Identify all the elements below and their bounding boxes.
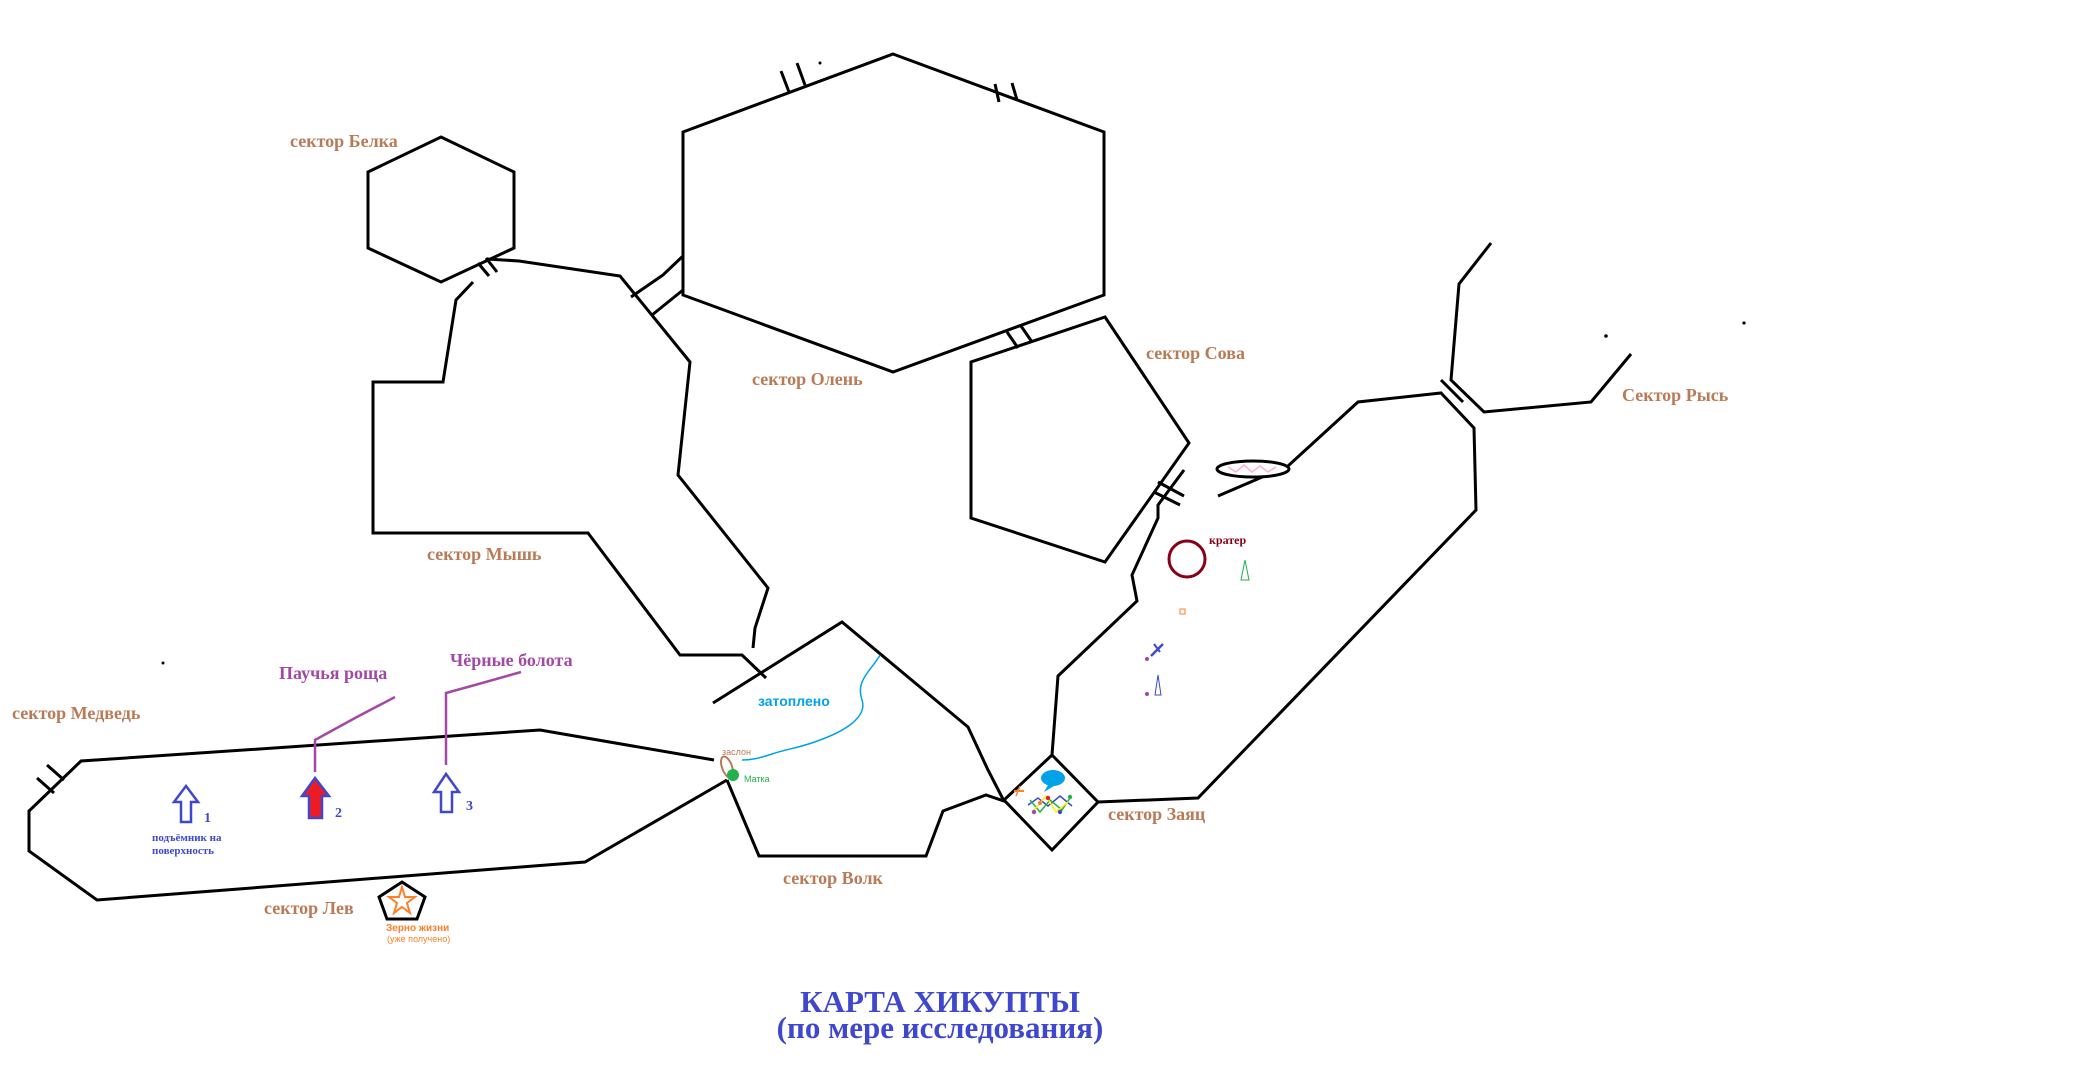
lift-number-2: 2 xyxy=(335,806,342,821)
corridor-mysh-right xyxy=(486,257,770,649)
sector-label-zayats: сектор Заяц xyxy=(1108,804,1206,824)
corridor-zayats-rys-lower xyxy=(1097,391,1478,804)
sector-label-olen: сектор Олень xyxy=(752,369,863,389)
black-swamps-marker: Чёрные болота xyxy=(444,650,573,765)
up-arrow-outline-icon xyxy=(431,771,462,814)
room-olen xyxy=(681,52,1106,374)
water-pool-icon xyxy=(1041,770,1065,786)
sector-label-lev: сектор Лев xyxy=(264,898,354,918)
corridor-zayats-rys xyxy=(1050,469,1186,756)
flood-river: затоплено xyxy=(741,654,881,761)
lift-1-caption-line2: поверхность xyxy=(152,845,214,857)
room-zayats xyxy=(1001,752,1101,853)
place-label-black-swamps: Чёрные болота xyxy=(450,650,573,670)
sector-label-rys: Сектор Рысь xyxy=(1622,385,1729,405)
zayats-objects xyxy=(1014,770,1073,815)
room-sova xyxy=(969,315,1191,564)
doors xyxy=(36,62,1465,795)
queen-dot-icon xyxy=(727,769,739,781)
crater-icon xyxy=(1167,539,1207,579)
sector-label-mysh: сектор Мышь xyxy=(427,544,542,564)
lift-number-3: 3 xyxy=(466,799,473,814)
grain-label: Зерно жизни xyxy=(386,923,449,934)
map-title: КАРТА ХИКУПТЫ xyxy=(800,984,1080,1019)
corridor-medved xyxy=(27,728,728,902)
corridor-rys xyxy=(1449,242,1633,414)
corridor-small-marks xyxy=(1145,559,1250,696)
map-subtitle: (по мере исследования) xyxy=(777,1010,1104,1045)
lift-1[interactable]: 1 подъёмник на поверхность xyxy=(152,783,222,857)
crater-marker: кратер xyxy=(1167,533,1246,579)
barrier-label: заслон xyxy=(722,747,751,757)
grain-of-life-marker: Зерно жизни (уже получено) xyxy=(377,880,450,944)
lift-2[interactable]: 2 xyxy=(299,775,342,821)
sealed-passage xyxy=(1215,459,1291,479)
star-icon xyxy=(386,883,418,916)
sector-label-belka: сектор Белка xyxy=(290,131,398,151)
queen-label: Матка xyxy=(744,774,770,784)
lift-number-1: 1 xyxy=(204,811,211,826)
crater-label: кратер xyxy=(1209,533,1246,547)
sector-label-volk: сектор Волк xyxy=(783,868,884,888)
lift-3[interactable]: 3 xyxy=(431,771,473,814)
sector-label-medved: сектор Медведь xyxy=(12,703,141,723)
room-volk xyxy=(712,620,1008,858)
up-arrow-outline-icon xyxy=(171,783,201,824)
sector-label-sova: сектор Сова xyxy=(1146,343,1245,363)
flooded-label: затоплено xyxy=(758,693,830,709)
spider-grove-marker: Паучья роща xyxy=(279,663,396,772)
corridor-mysh xyxy=(371,280,768,680)
queen-marker: Матка xyxy=(727,769,770,784)
map-specks xyxy=(161,61,1746,665)
map-walls xyxy=(27,52,1633,902)
up-arrow-filled-icon xyxy=(299,775,332,820)
grain-status: (уже получено) xyxy=(387,934,450,944)
lift-1-caption-line1: подъёмник на xyxy=(152,832,222,844)
place-label-spider-grove: Паучья роща xyxy=(279,663,387,683)
corridor-belka-olen xyxy=(630,254,685,299)
room-belka xyxy=(366,135,516,284)
